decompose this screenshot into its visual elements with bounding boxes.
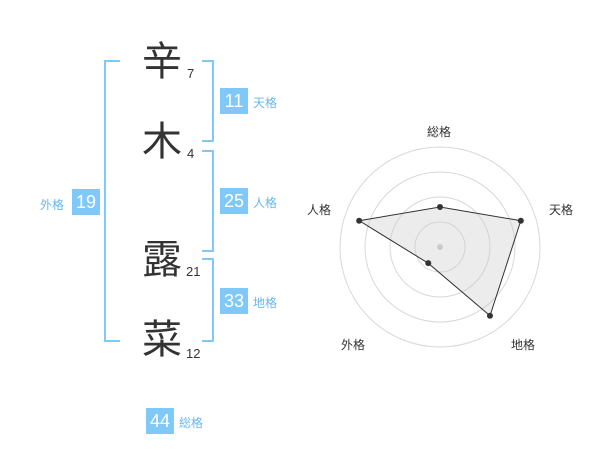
soukaku-label: 総格 xyxy=(179,416,204,430)
jinkaku-value: 25 xyxy=(220,188,248,214)
radar-series-polygon xyxy=(357,206,522,317)
radar-axis-label-gaikaku: 外格 xyxy=(341,338,366,352)
tenkaku-bracket xyxy=(202,60,214,142)
radar-axis-label-tenkaku: 天格 xyxy=(549,203,574,217)
jinkaku-bracket xyxy=(202,150,214,252)
stroke-count-3: 21 xyxy=(186,264,201,279)
stroke-count-2: 4 xyxy=(187,146,195,161)
name-char-1: 辛 xyxy=(142,39,182,85)
chikaku-value: 33 xyxy=(220,288,248,314)
soukaku-value: 44 xyxy=(146,408,174,434)
tenkaku-value: 11 xyxy=(220,88,248,114)
gaikaku-value: 19 xyxy=(72,189,100,215)
radar-ring xyxy=(389,196,491,298)
stroke-count-1: 7 xyxy=(187,66,195,81)
radar-ring xyxy=(364,171,516,323)
radar-axis-label-chikaku: 地格 xyxy=(511,338,536,352)
name-char-3: 露 xyxy=(142,237,182,283)
radar-point-4 xyxy=(356,217,363,224)
radar-point-1 xyxy=(517,217,524,224)
radar-point-0 xyxy=(437,204,443,210)
name-char-4: 菜 xyxy=(142,317,182,363)
radar-ring xyxy=(339,146,541,348)
jinkaku-label: 人格 xyxy=(253,196,278,210)
radar-point-2 xyxy=(486,312,493,319)
gaikaku-label: 外格 xyxy=(40,198,65,212)
name-char-2: 木 xyxy=(142,119,182,165)
radar-center xyxy=(437,244,443,250)
stroke-count-4: 12 xyxy=(186,346,201,361)
radar-axis-label-jinkaku: 人格 xyxy=(307,203,332,217)
chikaku-label: 地格 xyxy=(253,296,278,310)
gaikaku-bracket xyxy=(104,60,120,342)
radar-axis-label-soukaku: 総格 xyxy=(427,125,452,139)
chikaku-bracket xyxy=(202,258,214,342)
tenkaku-label: 天格 xyxy=(253,96,278,110)
radar-ring xyxy=(414,221,466,273)
radar-point-3 xyxy=(425,260,432,267)
